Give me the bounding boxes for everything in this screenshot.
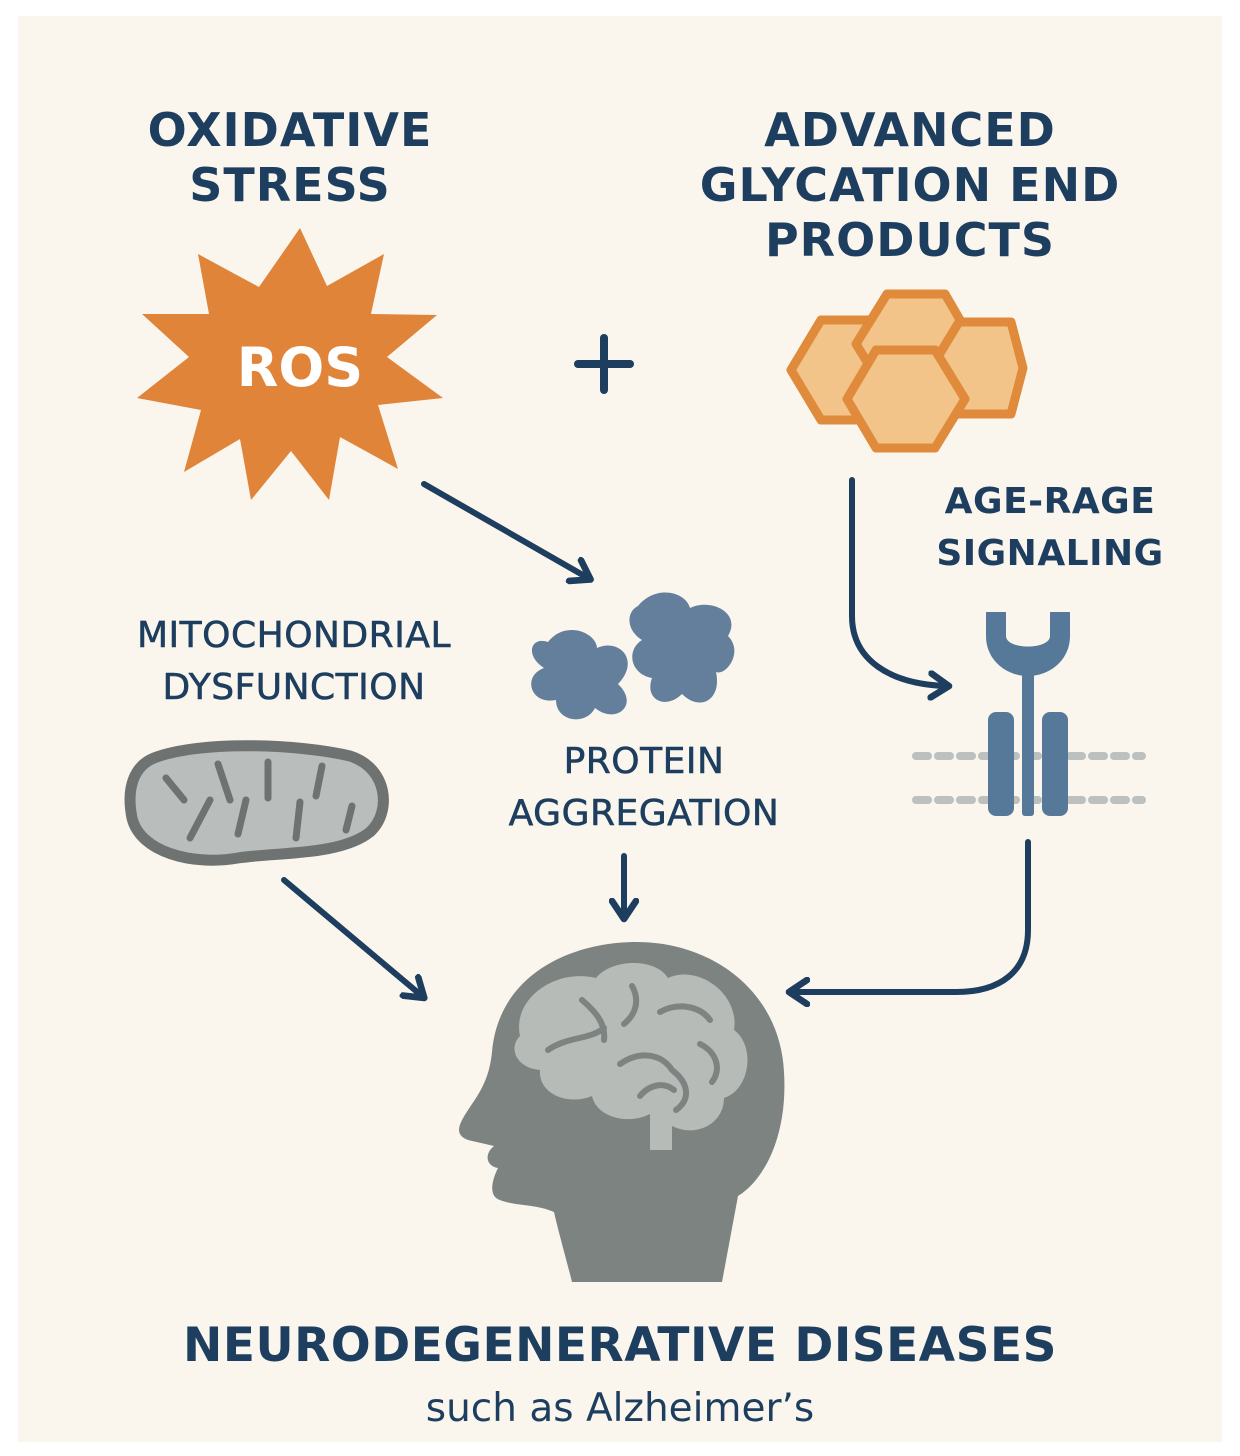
protein-line-1: PROTEIN [563, 741, 725, 783]
oxidative-stress-line-1: OXIDATIVE [147, 103, 433, 157]
protein-aggregation-label: PROTEIN AGGREGATION [464, 736, 824, 840]
oxidative-stress-line-2: STRESS [189, 158, 391, 212]
ages-line-2: GLYCATION END [699, 158, 1121, 212]
flow-arrows [281, 477, 1031, 996]
ros-label: ROS [236, 336, 364, 399]
oxidative-stress-label: OXIDATIVE STRESS [120, 103, 460, 213]
age-rage-line-1: AGE-RAGE [944, 481, 1156, 522]
protein-line-2: AGGREGATION [508, 793, 780, 835]
hexagon-cluster-icon [786, 289, 1028, 453]
arrow-ages-to-receptor [849, 477, 946, 686]
arrow-ros-to-protein [421, 481, 588, 578]
ages-line-1: ADVANCED [764, 103, 1056, 157]
arrow-mito-to-brain [281, 877, 422, 996]
ages-label: ADVANCED GLYCATION END PRODUCTS [670, 103, 1150, 268]
diagram-title: NEURODEGENERATIVE DISEASES [183, 1318, 1057, 1373]
age-rage-line-2: SIGNALING [936, 533, 1164, 574]
diagram-subtitle: such as Alzheimer’s [425, 1386, 815, 1431]
mitochondrial-line-2: DYSFUNCTION [162, 667, 426, 709]
age-rage-label: AGE-RAGE SIGNALING [900, 476, 1200, 580]
ros-starburst-icon [137, 228, 443, 500]
protein-aggregate-icon [531, 592, 735, 720]
receptor-icon [986, 612, 1070, 816]
mitochondrial-line-1: MITOCHONDRIAL [136, 615, 451, 657]
mitochondrion-icon [124, 740, 389, 866]
plus-icon [574, 334, 634, 394]
brain-head-icon [459, 941, 785, 1282]
mitochondrial-label: MITOCHONDRIAL DYSFUNCTION [94, 610, 494, 714]
ages-line-3: PRODUCTS [764, 213, 1056, 267]
arrow-receptor-to-brain [792, 839, 1031, 992]
